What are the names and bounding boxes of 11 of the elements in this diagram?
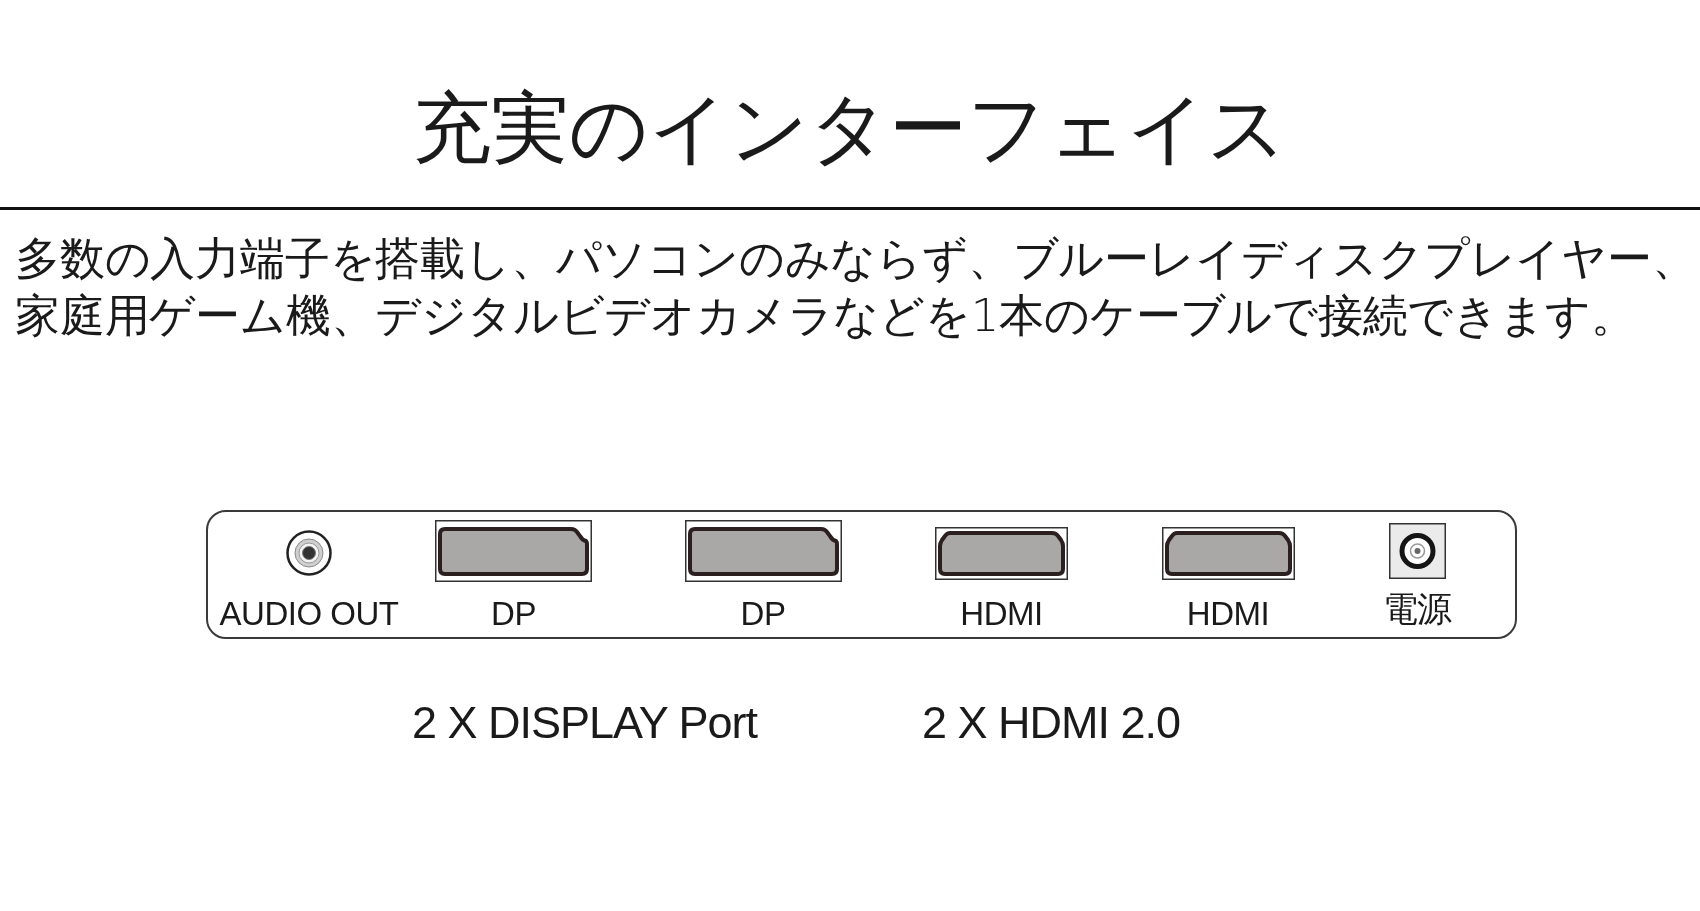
description-text: 多数の入力端子を搭載し、パソコンのみならず、ブルーレイディスクプレイヤー、家庭用ゲーム機、デジタルビデオカメラなどを1本のケーブルで接続できます。 [15,231,1698,344]
port-panel [206,510,1517,639]
port-label: HDMI [1186,597,1270,630]
port-label: 電源 [1382,591,1452,626]
port-count-label: 2 X DISPLAY Port [412,700,757,745]
port-label: HDMI [960,597,1043,630]
port-label: AUDIO OUT [219,597,399,630]
port-label: DP [491,597,536,630]
port-count-label: 2 X HDMI 2.0 [922,700,1181,745]
port-label: DP [740,597,786,630]
title: 充実のインターフェイス [413,88,1287,168]
